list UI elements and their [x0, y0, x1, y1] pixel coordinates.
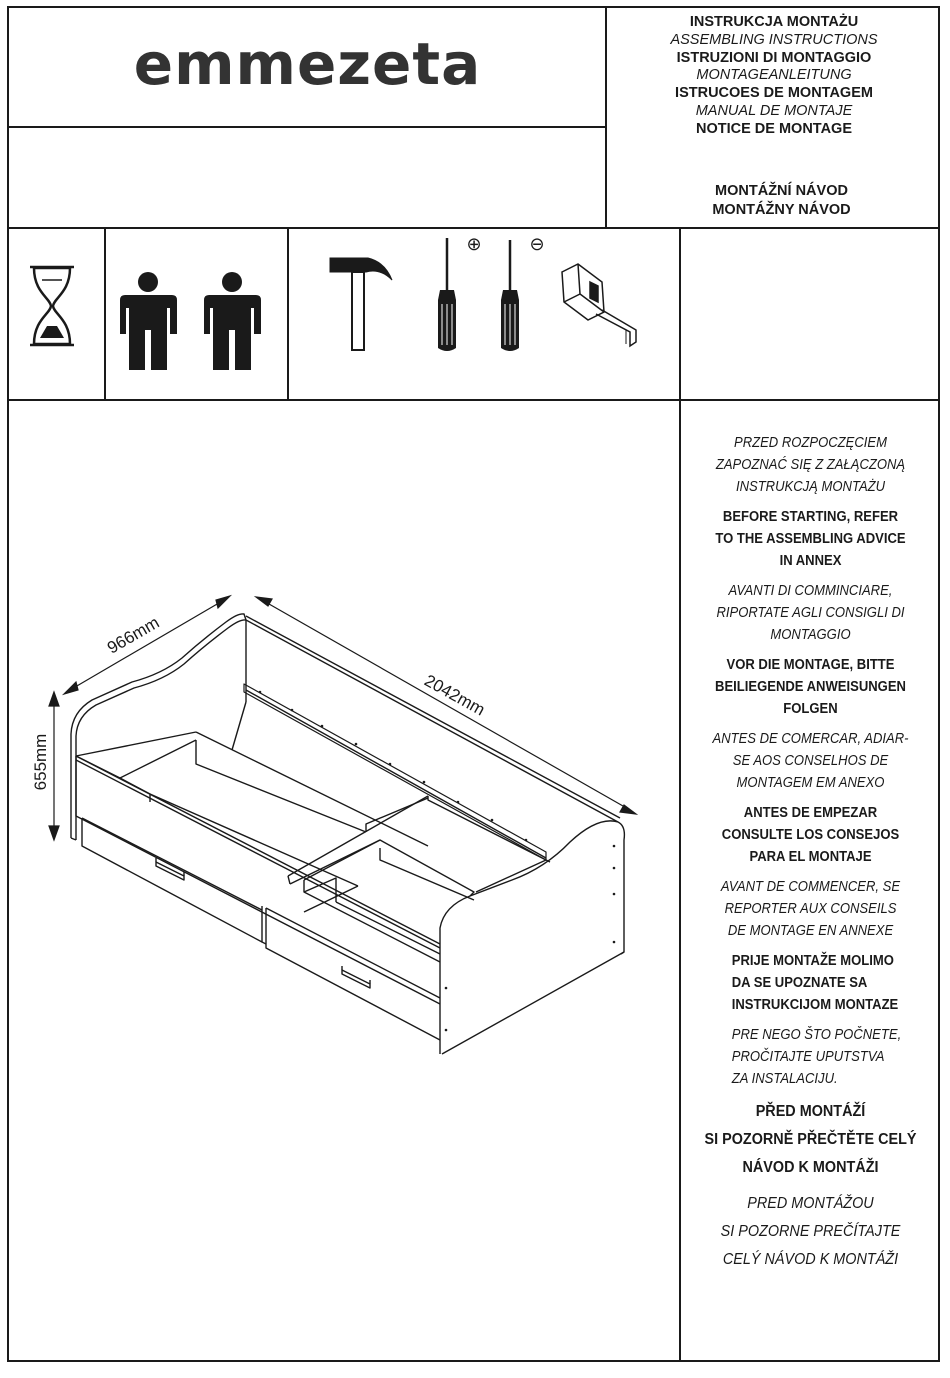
- note-line: SI POZORNE PREČÍTAJTE: [720, 1223, 901, 1240]
- two-persons-icon: [120, 272, 261, 370]
- assembly-notes: PRZED ROZPOCZĘCIEM ZAPOZNAĆ SIĘ Z ZAŁĄCZO…: [683, 432, 938, 1282]
- note-line: PRED MONTÁŽOU: [747, 1195, 874, 1212]
- note-line: PRZED ROZPOCZĘCIEM: [734, 435, 887, 451]
- note-line: NÁVOD K MONTÁŽI: [742, 1159, 879, 1176]
- note-line: FOLGEN: [783, 701, 838, 717]
- note-line: CELÝ NÁVOD K MONTÁŽI: [722, 1251, 899, 1268]
- note-line: RIPORTATE AGLI CONSIGLI DI: [716, 605, 905, 621]
- note-line: BEILIEGENDE ANWEISUNGEN: [715, 679, 906, 695]
- note-line: SE AOS CONSELHOS DE: [732, 753, 889, 769]
- title-line: MANUAL DE MONTAJE: [695, 102, 853, 119]
- title-line: MONTAGEANLEITUNG: [696, 67, 852, 84]
- header-titles: INSTRUKCJA MONTAŻU ASSEMBLING INSTRUCTIO…: [609, 14, 939, 139]
- note-line: DA SE UPOZNATE SA: [731, 975, 868, 991]
- note-line: PŘED MONTÁŽÍ: [755, 1103, 866, 1120]
- title-line: MONTÁŽNÍ NÁVOD: [715, 183, 848, 199]
- note-block: ANTES DE COMERCAR, ADIAR- SE AOS CONSELHO…: [696, 728, 926, 794]
- title-line: INSTRUKCJA MONTAŻU: [689, 14, 859, 30]
- title-line: ASSEMBLING INSTRUCTIONS: [670, 31, 878, 48]
- note-line: MONTAGEM EM ANEXO: [736, 775, 885, 791]
- note-line: CONSULTE LOS CONSEJOS: [721, 827, 900, 843]
- note-line: AVANTI DI COMMINCIARE,: [728, 583, 893, 599]
- title-line: NOTICE DE MONTAGE: [695, 120, 852, 137]
- note-line: PRE NEGO ŠTO POČNETE,: [731, 1027, 902, 1043]
- note-line: ZAPOZNAĆ SIĘ Z ZAŁĄCZONĄ: [715, 457, 906, 473]
- note-line: BEFORE STARTING, REFER: [722, 509, 899, 525]
- note-line: ANTES DE EMPEZAR: [743, 805, 878, 821]
- note-block: AVANT DE COMMENCER, SE REPORTER AUX CONSE…: [696, 876, 926, 942]
- minus-symbol: ⊖: [529, 234, 544, 255]
- note-line: PROČITAJTE UPUTSTVA: [731, 1049, 885, 1065]
- note-line: TO THE ASSEMBLING ADVICE: [715, 531, 906, 547]
- note-line: DE MONTAGE EN ANNEXE: [727, 923, 894, 939]
- note-line: ANTES DE COMERCAR, ADIAR-: [712, 731, 909, 747]
- page-frame: [7, 6, 940, 1362]
- brand-logo: emmezeta: [133, 30, 482, 98]
- divider: [287, 228, 289, 400]
- phillips-screwdriver-icon: ⊕: [438, 234, 482, 351]
- title-line: MONTÁŽNY NÁVOD: [712, 202, 851, 218]
- divider: [605, 6, 607, 228]
- note-line: VOR DIE MONTAGE, BITTE: [726, 657, 895, 673]
- note-line: MONTAGGIO: [770, 627, 851, 643]
- note-line: INSTRUKCJĄ MONTAŻU: [735, 479, 886, 495]
- length-dimension: 2042mm: [421, 671, 488, 720]
- note-block: PRIJE MONTAŽE MOLIMO DA SE UPOZNATE SA INS…: [696, 950, 926, 1016]
- title-line: ISTRUCOES DE MONTAGEM: [675, 85, 873, 102]
- divider: [7, 227, 940, 229]
- dimension-arrows: [48, 594, 639, 842]
- tape-measure-icon: [561, 263, 637, 348]
- note-line: PRIJE MONTAŽE MOLIMO: [731, 953, 894, 969]
- note-block: PŘED MONTÁŽÍ SI POZORNĚ PŘEČTĚTE CELÝ NÁVO…: [696, 1098, 926, 1182]
- divider: [7, 126, 607, 128]
- note-line: PARA EL MONTAJE: [749, 849, 872, 865]
- divider: [679, 228, 681, 1362]
- note-line: IN ANNEX: [779, 553, 842, 569]
- note-block: ANTES DE EMPEZAR CONSULTE LOS CONSEJOS PAR…: [696, 802, 926, 868]
- note-block: PRE NEGO ŠTO POČNETE, PROČITAJTE UPUTSTVA…: [696, 1024, 926, 1090]
- note-block: PRZED ROZPOCZĘCIEM ZAPOZNAĆ SIĘ Z ZAŁĄCZO…: [696, 432, 926, 498]
- hourglass-icon: [30, 265, 74, 347]
- note-line: AVANT DE COMMENCER, SE: [720, 879, 901, 895]
- height-dimension: 655mm: [31, 734, 50, 791]
- header-titles-secondary: MONTÁŽNÍ NÁVOD MONTÁŽNY NÁVOD: [609, 182, 950, 220]
- flat-screwdriver-icon: ⊖: [501, 234, 545, 351]
- title-line: ISTRUZIONI DI MONTAGGIO: [676, 49, 872, 66]
- width-dimension: 966mm: [104, 613, 163, 658]
- note-line: ZA INSTALACIJU.: [731, 1071, 838, 1087]
- bed-illustration: [70, 613, 626, 1055]
- note-block: BEFORE STARTING, REFER TO THE ASSEMBLING …: [696, 506, 926, 572]
- hammer-icon: [329, 257, 393, 351]
- divider: [104, 228, 106, 400]
- divider: [7, 399, 940, 401]
- note-line: INSTRUKCIJOM MONTAZE: [731, 997, 899, 1013]
- note-line: SI POZORNĚ PŘEČTĚTE CELÝ: [704, 1131, 917, 1148]
- note-line: REPORTER AUX CONSEILS: [724, 901, 897, 917]
- note-block: VOR DIE MONTAGE, BITTE BEILIEGENDE ANWEIS…: [696, 654, 926, 720]
- plus-symbol: ⊕: [466, 234, 481, 255]
- note-block: PRED MONTÁŽOU SI POZORNE PREČÍTAJTE CELÝ N…: [696, 1190, 926, 1274]
- note-block: AVANTI DI COMMINCIARE, RIPORTATE AGLI CON…: [696, 580, 926, 646]
